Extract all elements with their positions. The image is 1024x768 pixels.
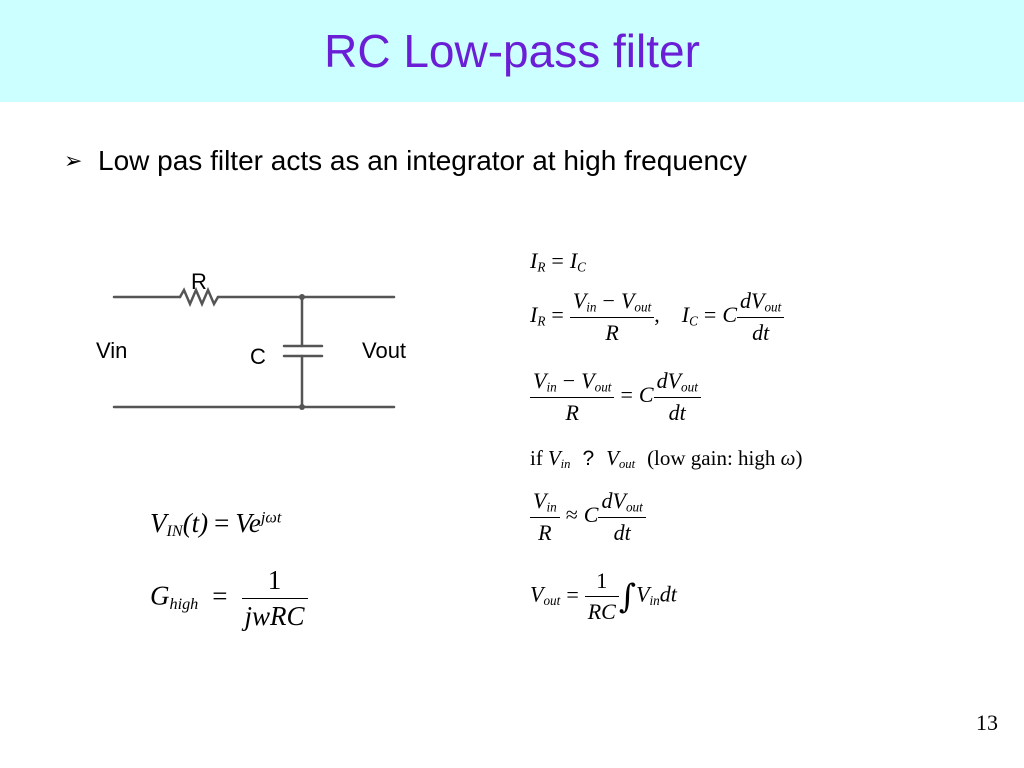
resistor-symbol xyxy=(178,286,220,308)
vin-label: Vin xyxy=(96,338,127,363)
capacitor-label: C xyxy=(250,344,266,369)
title-band xyxy=(0,0,1024,102)
slide-title: RC Low-pass filter xyxy=(324,25,700,77)
page-number: 13 xyxy=(976,710,998,735)
bullet-point: ➢ Low pas filter acts as an integrator at… xyxy=(64,145,747,177)
equation-input-signal: VIN(t)=Vejωt xyxy=(150,508,282,541)
equation-current-equality: IR=IC xyxy=(530,248,586,275)
arrow-bullet-icon: ➢ xyxy=(64,149,83,174)
node-bottom xyxy=(299,404,305,410)
integral-sign: ∫ xyxy=(618,576,637,616)
vout-label: Vout xyxy=(362,338,406,363)
bullet-text: Low pas filter acts as an integrator at … xyxy=(98,145,748,176)
resistor-label: R xyxy=(191,269,207,294)
node-top xyxy=(299,294,305,300)
